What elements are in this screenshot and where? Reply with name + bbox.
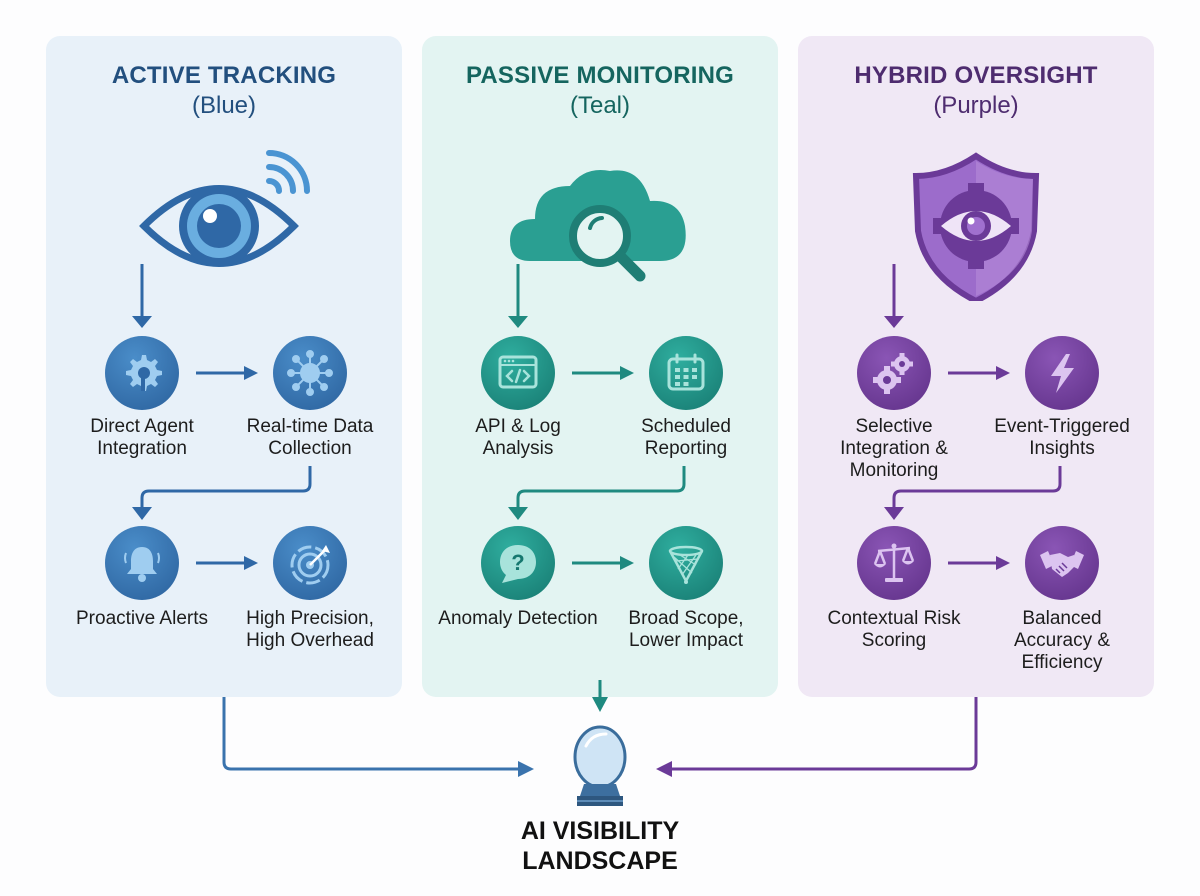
question-bubble-icon: ? bbox=[500, 545, 536, 583]
step-node bbox=[649, 526, 723, 600]
gear-wrench-icon bbox=[126, 355, 162, 391]
step-label: Broad Scope, Lower Impact bbox=[628, 608, 744, 651]
step-label: Event-Triggered Insights bbox=[994, 416, 1130, 459]
step-label: API & Log Analysis bbox=[475, 416, 561, 459]
step-label: Selective Integration & Monitoring bbox=[840, 416, 948, 481]
arrow-head bbox=[132, 316, 152, 328]
step-label: High Precision, High Overhead bbox=[246, 608, 374, 651]
bell-icon bbox=[124, 547, 160, 582]
step-node bbox=[273, 526, 347, 600]
step-node bbox=[105, 336, 179, 410]
handshake-icon bbox=[1040, 551, 1084, 577]
svg-text:?: ? bbox=[511, 550, 524, 575]
target-icon bbox=[290, 545, 330, 585]
panel-subtitle: (Purple) bbox=[933, 92, 1019, 119]
panel-title: PASSIVE MONITORING bbox=[465, 62, 735, 89]
panel-hybrid-oversight: HYBRID OVERSIGHT (Purple) bbox=[798, 36, 1154, 697]
step-node bbox=[105, 526, 179, 600]
calendar-icon bbox=[667, 353, 705, 391]
step-node bbox=[1025, 526, 1099, 600]
step-label: Contextual Risk Scoring bbox=[827, 608, 961, 651]
step-label: Anomaly Detection bbox=[438, 608, 598, 629]
step-node bbox=[857, 526, 931, 600]
step-label: Proactive Alerts bbox=[76, 608, 208, 629]
net-icon bbox=[668, 545, 704, 584]
purple-connector bbox=[670, 697, 978, 771]
panel-subtitle: (Teal) bbox=[569, 92, 630, 119]
step-node bbox=[481, 336, 555, 410]
step-label: Scheduled Reporting bbox=[641, 416, 731, 459]
step-node bbox=[857, 336, 931, 410]
blue-connector bbox=[222, 697, 520, 771]
eye-with-signal-icon bbox=[139, 150, 310, 267]
scales-icon bbox=[873, 543, 915, 582]
gears-icon bbox=[873, 353, 913, 394]
teal-arrow-head bbox=[592, 697, 608, 712]
outcome-title: AI VISIBILITY LANDSCAPE bbox=[450, 816, 750, 876]
panel-active-tracking: ACTIVE TRACKING (Blue) Direct Agent In bbox=[46, 36, 402, 697]
shield-gear-eye-icon bbox=[912, 152, 1040, 301]
step-label: Real-time Data Collection bbox=[246, 416, 374, 459]
network-globe-icon bbox=[287, 350, 333, 396]
crystal-ball-icon bbox=[573, 725, 627, 806]
panel-subtitle: (Blue) bbox=[191, 92, 257, 119]
outcome-title-line2: LANDSCAPE bbox=[522, 847, 678, 875]
purple-arrow-head bbox=[656, 761, 672, 777]
step-label: Balanced Accuracy & Efficiency bbox=[1013, 608, 1111, 673]
step-node bbox=[273, 336, 347, 410]
outcome-title-line1: AI VISIBILITY bbox=[520, 817, 680, 845]
panel-passive-monitoring: PASSIVE MONITORING (Teal) API & Log Anal… bbox=[422, 36, 778, 697]
cloud-magnifier-icon bbox=[510, 170, 686, 282]
step-label: Direct Agent Integration bbox=[90, 416, 194, 459]
step-node: ? bbox=[481, 526, 555, 600]
lightning-icon bbox=[1051, 354, 1074, 393]
panel-title: ACTIVE TRACKING bbox=[111, 62, 337, 89]
blue-arrow-head bbox=[518, 761, 534, 777]
code-window-icon bbox=[498, 355, 538, 389]
step-node bbox=[649, 336, 723, 410]
step-node bbox=[1025, 336, 1099, 410]
panel-title: HYBRID OVERSIGHT bbox=[854, 62, 1098, 89]
